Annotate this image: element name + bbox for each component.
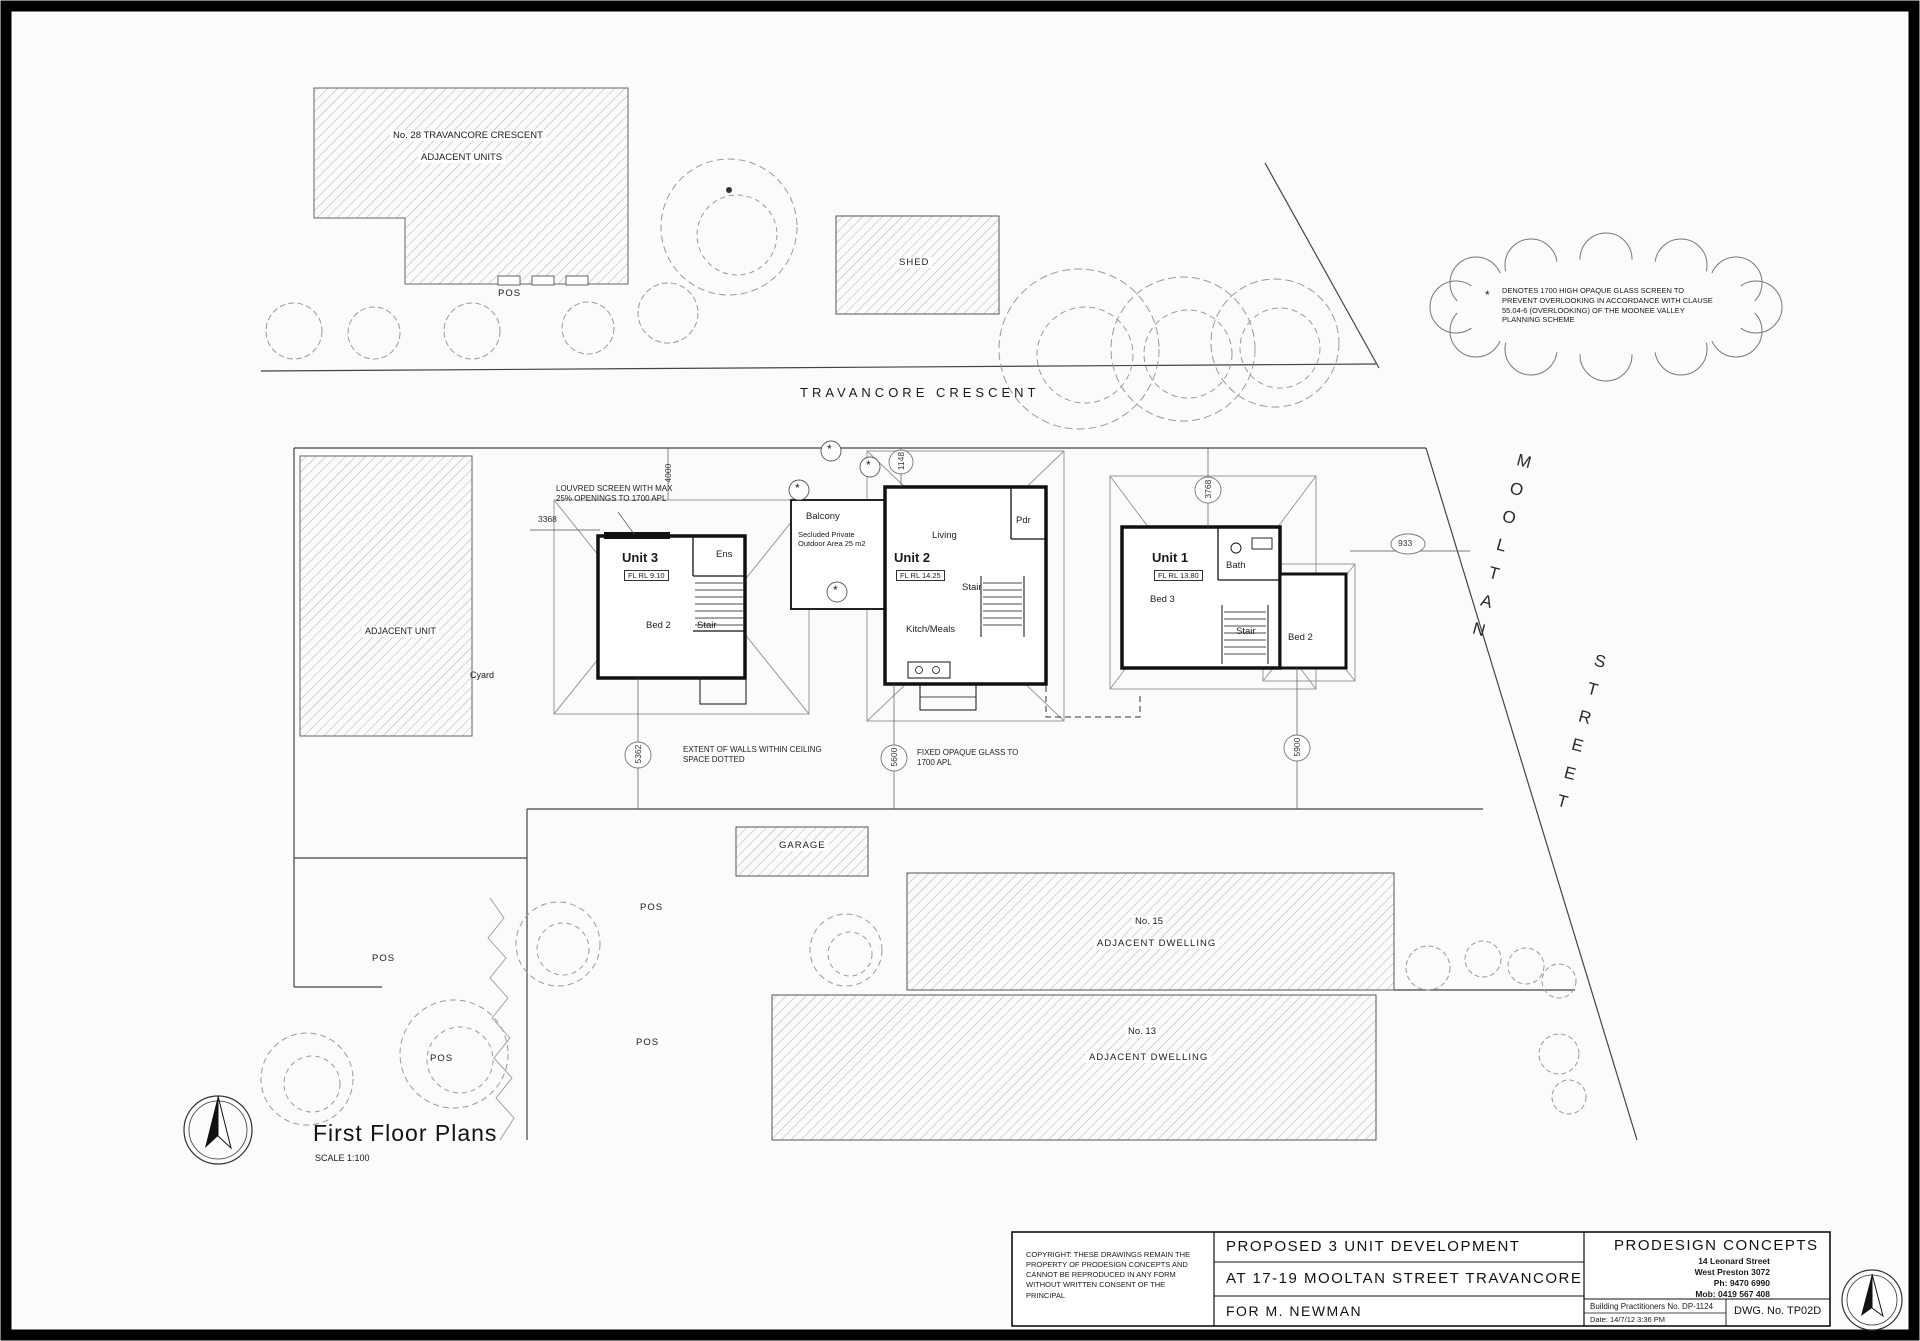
label-unit2-living: Living — [932, 530, 957, 541]
label-street-travancore: TRAVANCORE CRESCENT — [800, 385, 1040, 400]
label-no28-line1: No. 28 TRAVANCORE CRESCENT — [390, 130, 546, 142]
label-unit2-stair: Stair — [962, 582, 982, 593]
firm-address-line2: West Preston 3072 — [1694, 1267, 1770, 1278]
label-unit1-bed3: Bed 3 — [1150, 594, 1175, 605]
label-garage: GARAGE — [776, 840, 829, 852]
label-unit2-kitch: Kitch/Meals — [906, 624, 956, 635]
dim-3768: 3768 — [1202, 479, 1213, 499]
label-shed: SHED — [896, 257, 933, 269]
label-no13: No. 13 — [1125, 1026, 1159, 1038]
dim-3368: 3368 — [538, 514, 557, 524]
label-adjacent-unit: ADJACENT UNIT — [362, 626, 439, 637]
plan-scale: SCALE 1:100 — [315, 1153, 370, 1163]
label-pos-5: POS — [636, 1037, 660, 1048]
firm-phone: Ph: 9470 6990 — [1713, 1278, 1770, 1289]
firm-address-line1: 14 Leonard Street — [1698, 1256, 1770, 1266]
label-fixed-opaque-note: FIXED OPAQUE GLASS TO 1700 APL — [917, 748, 1022, 768]
cloud-asterisk: * — [1485, 288, 1490, 302]
title-block-frame — [1011, 1231, 1831, 1327]
screen-marker-2: * — [827, 442, 832, 456]
dim-1148: 1148 — [895, 451, 906, 471]
label-unit2-rl: FL RL 14.25 — [896, 570, 945, 581]
label-pos-3: POS — [372, 953, 396, 964]
title-block-date: Date: 14/7/12 3:36 PM — [1590, 1315, 1666, 1324]
firm-mobile: Mob: 0419 567 408 — [1695, 1289, 1770, 1300]
screen-marker-circles — [788, 440, 881, 603]
adjacent-unit-building — [299, 455, 473, 737]
label-unit2-pdr: Pdr — [1016, 515, 1031, 526]
title-block-copyright: COPYRIGHT: THESE DRAWINGS REMAIN THE PRO… — [1026, 1250, 1191, 1300]
vegetation-line — [487, 897, 515, 1141]
unit-walls — [596, 485, 1348, 686]
dim-4000: 4000 — [662, 463, 673, 483]
north-arrow-icon — [183, 1095, 253, 1165]
screen-marker-3: * — [866, 458, 871, 472]
label-unit3-ens: Ens — [716, 549, 733, 560]
label-unit3-bed2: Bed 2 — [646, 620, 671, 631]
screen-marker-4: * — [833, 583, 838, 597]
label-no15-sub: ADJACENT DWELLING — [1094, 938, 1220, 950]
dimension-bubbles — [624, 449, 1426, 772]
no13-building — [771, 994, 1377, 1141]
label-cyard: Cyard — [470, 670, 495, 680]
label-unit1-bath: Bath — [1226, 560, 1246, 571]
extent-dashed-line — [1045, 686, 1141, 718]
label-pos-4: POS — [430, 1053, 454, 1064]
no15-building — [906, 872, 1395, 991]
dim-933: 933 — [1398, 538, 1413, 548]
no28-building — [313, 87, 629, 286]
label-no13-sub: ADJACENT DWELLING — [1086, 1052, 1212, 1064]
label-balcony: Balcony — [806, 511, 840, 522]
screen-marker-1: * — [795, 481, 800, 495]
garage-building — [735, 826, 869, 877]
title-block-client: FOR M. NEWMAN — [1226, 1303, 1363, 1319]
label-unit1-rl: FL RL 13.80 — [1154, 570, 1203, 581]
label-louvred-note: LOUVRED SCREEN WITH MAX 25% OPENINGS TO … — [556, 484, 673, 503]
label-unit3-stair: Stair — [697, 620, 717, 631]
note-cloud — [1429, 232, 1783, 382]
label-unit2-name: Unit 2 — [894, 550, 931, 565]
tree-icons — [260, 158, 1587, 1126]
plan-title: First Floor Plans — [313, 1120, 498, 1146]
title-block-project-line2: AT 17-19 MOOLTAN STREET TRAVANCORE — [1226, 1270, 1583, 1287]
unit1-interior — [1217, 527, 1280, 664]
label-pos-2: POS — [640, 902, 664, 913]
dim-5362: 5362 — [632, 744, 643, 764]
label-cloud-note: DENOTES 1700 HIGH OPAQUE GLASS SCREEN TO… — [1502, 286, 1713, 325]
title-block-firm-address: 14 Leonard Street West Preston 3072 Ph: … — [1630, 1256, 1770, 1300]
title-block-firm-name: PRODESIGN CONCEPTS — [1614, 1237, 1819, 1254]
label-no28-line2: ADJACENT UNITS — [418, 152, 506, 164]
label-unit1-bed2: Bed 2 — [1288, 632, 1313, 643]
site-boundary — [260, 162, 1638, 1141]
label-unit3-name: Unit 3 — [622, 550, 659, 565]
label-unit1-stair: Stair — [1236, 626, 1256, 637]
label-no15: No. 15 — [1132, 916, 1166, 928]
title-block-dwg-no: DWG. No. TP02D — [1734, 1305, 1822, 1317]
label-unit3-rl: FL RL 9.10 — [624, 570, 669, 581]
label-extent-note: EXTENT OF WALLS WITHIN CEILING SPACE DOT… — [683, 745, 823, 765]
firm-logo-icon — [1841, 1269, 1903, 1331]
shed-building — [835, 215, 1000, 315]
unit2-interior — [907, 487, 1046, 711]
dim-5600: 5600 — [888, 747, 899, 767]
label-secluded: Secluded Private Outdoor Area 25 m2 — [798, 530, 866, 548]
label-unit1-name: Unit 1 — [1152, 550, 1189, 565]
label-pos-1: POS — [498, 288, 522, 299]
dim-5900: 5900 — [1291, 737, 1302, 757]
unit3-interior — [604, 532, 747, 705]
title-block-practitioner: Building Practitioners No. DP-1124 — [1590, 1302, 1714, 1311]
title-block-project-line1: PROPOSED 3 UNIT DEVELOPMENT — [1226, 1238, 1521, 1255]
